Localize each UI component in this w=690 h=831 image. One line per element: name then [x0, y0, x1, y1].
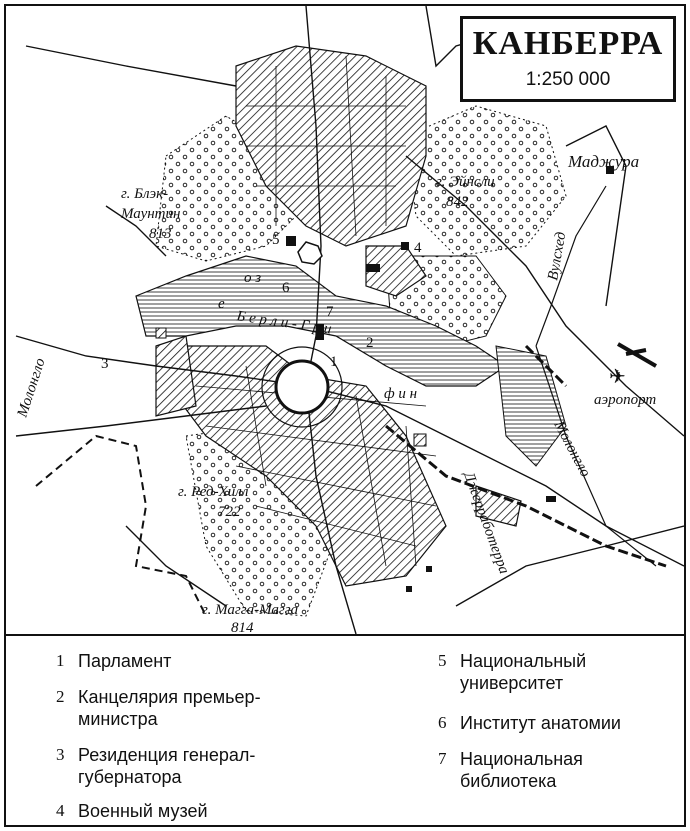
- legend-num: 4: [56, 801, 65, 820]
- legend-num: 7: [438, 749, 447, 768]
- mugga-label: г. Магга-Магга: [202, 602, 298, 618]
- map-scale: 1:250 000: [525, 69, 611, 90]
- red-hill-label: г. Ред-Хилл: [178, 484, 249, 500]
- legend-item-4: 4 Военный музей: [56, 800, 208, 822]
- mugga-elevation: 814: [231, 620, 254, 634]
- buildings: [155, 166, 614, 592]
- legend-text: Канцелярия премьер-министра: [78, 687, 261, 729]
- map-canvas: ✈ г. Блэк- Маунтин 813 г. Эйнсли 842 г. …: [14, 6, 684, 634]
- marker-3: 3: [101, 356, 109, 372]
- railway: [385, 344, 667, 568]
- map-area: ✈ г. Блэк- Маунтин 813 г. Эйнсли 842 г. …: [6, 6, 684, 634]
- legend-item-1: 1 Парламент: [56, 650, 171, 672]
- legend-text: Военный музей: [78, 801, 208, 821]
- molonglo-west-label: Молонгло: [14, 356, 49, 420]
- woolshed-label: Вулсхед: [545, 230, 569, 281]
- lake-label-fin: ф и н: [384, 386, 417, 402]
- map-title: КАНБЕРРА: [472, 25, 664, 62]
- majura-label: Маджура: [567, 152, 639, 171]
- legend-num: 6: [438, 713, 447, 732]
- legend-num: 3: [56, 745, 65, 764]
- territory-boundary: [35, 434, 207, 617]
- legend-text: Резиденция генерал-губернатора: [78, 745, 256, 787]
- lake-label-e: е: [218, 296, 225, 312]
- marker-7: 7: [326, 304, 334, 320]
- ainslie-elevation: 842: [446, 194, 469, 210]
- legend-num: 5: [438, 651, 447, 670]
- legend-item-6: 6 Институт анатомии: [438, 712, 621, 734]
- marker-2: 2: [366, 335, 374, 351]
- title-box: КАНБЕРРА 1:250 000: [460, 16, 676, 102]
- legend: 1 Парламент 2 Канцелярия премьер-министр…: [6, 634, 684, 827]
- molonglo-east-label: Молонгло: [550, 417, 593, 480]
- lake-burley-griffin: [135, 255, 567, 467]
- map-frame: ✈ г. Блэк- Маунтин 813 г. Эйнсли 842 г. …: [4, 4, 686, 827]
- legend-num: 1: [56, 651, 65, 670]
- legend-item-2: 2 Канцелярия премьер-министра: [56, 686, 261, 730]
- capital-hill-circle: [261, 241, 343, 428]
- numbered-markers: 1 2 3 4 5 6 7: [101, 232, 422, 372]
- marker-5: 5: [272, 232, 280, 248]
- black-mountain-label: г. Блэк-: [121, 186, 168, 202]
- black-mountain-label-2: Маунтин: [120, 206, 180, 222]
- lake-label-oz: о з: [244, 270, 261, 286]
- red-hill-elevation: 722: [218, 504, 241, 520]
- legend-item-3: 3 Резиденция генерал-губернатора: [56, 744, 255, 788]
- ainslie-label: г. Эйнсли: [436, 174, 495, 190]
- airplane-icon: ✈: [609, 366, 626, 388]
- legend-text: Институт анатомии: [460, 713, 621, 733]
- black-mountain-elevation: 813: [149, 226, 172, 242]
- airport-label: аэропорт: [594, 392, 656, 408]
- legend-text: Парламент: [78, 651, 172, 671]
- marker-6: 6: [282, 280, 290, 296]
- marker-4: 4: [414, 240, 422, 256]
- legend-num: 2: [56, 687, 65, 706]
- marker-1: 1: [330, 354, 338, 370]
- airport-strip: [616, 342, 658, 368]
- river-line: [535, 185, 657, 567]
